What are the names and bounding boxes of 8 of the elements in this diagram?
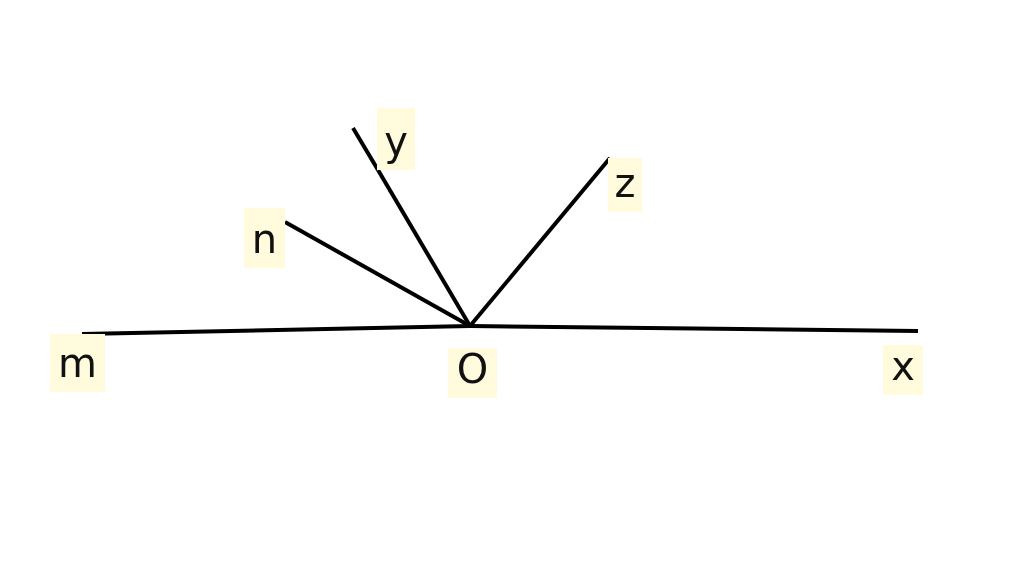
- ray-line: [469, 324, 919, 333]
- ray-line: [81, 324, 471, 336]
- point-label: z: [608, 158, 642, 212]
- ray-line: [376, 169, 472, 327]
- point-label: y: [377, 108, 415, 170]
- ray-line: [468, 156, 612, 328]
- point-label: n: [244, 208, 285, 268]
- point-label: m: [50, 334, 105, 392]
